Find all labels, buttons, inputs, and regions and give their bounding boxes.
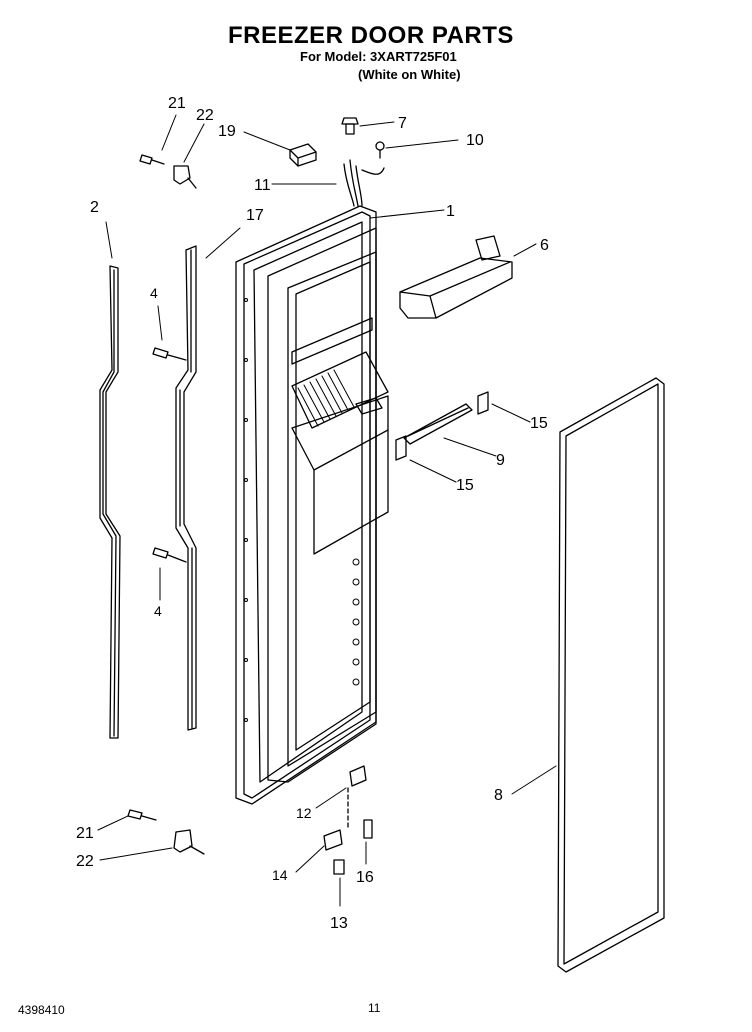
part-2-strip: [99, 265, 121, 739]
part-19-connector: [289, 143, 317, 167]
model-line: For Model: 3XART725F01: [300, 49, 457, 64]
callout-1: 1: [446, 203, 455, 220]
callout-10: 10: [466, 132, 484, 149]
callout-19: 19: [218, 123, 236, 140]
leader-lines: [97, 114, 557, 907]
document-number: 4398410: [18, 1003, 65, 1017]
page-number: 11: [368, 1001, 381, 1015]
callout-13: 13: [330, 915, 348, 932]
part-22-hinge-bottom: [173, 829, 205, 855]
callout-labels: 1 2 4 4 6 7 8 9 10 11 12 13 14 15 15 16 …: [76, 95, 549, 932]
diagram-title: FREEZER DOOR PARTS: [228, 22, 514, 49]
part-21-screw-top: [139, 154, 165, 165]
callout-12: 12: [296, 805, 312, 821]
part-11-wire-harness: [343, 159, 385, 207]
callout-4-upper: 4: [150, 285, 158, 301]
part-4-screw-upper: [152, 347, 187, 361]
part-7-plug: [341, 117, 359, 135]
part-4-screw-lower: [152, 547, 187, 563]
part-13-screw: [333, 859, 345, 875]
part-10-screw: [375, 141, 385, 159]
callout-6: 6: [540, 237, 549, 254]
callout-4-lower: 4: [154, 603, 162, 619]
color-line: (White on White): [358, 67, 461, 82]
callout-22-top: 22: [196, 107, 214, 124]
callout-15-upper: 15: [530, 415, 548, 432]
callout-22-bottom: 22: [76, 853, 94, 870]
callout-9: 9: [496, 452, 505, 469]
part-12-bracket: [347, 765, 367, 831]
part-14-block: [323, 829, 343, 851]
callout-11: 11: [254, 177, 271, 194]
part-1-door-panel: [235, 205, 389, 805]
callout-21-top: 21: [168, 95, 186, 112]
part-9-rail: [403, 403, 473, 445]
callout-16: 16: [356, 869, 374, 886]
part-8-gasket: [557, 377, 665, 973]
callout-8: 8: [494, 787, 503, 804]
part-15-clip-lower: [395, 435, 407, 461]
callout-2: 2: [90, 199, 99, 216]
part-21-screw-bottom: [127, 809, 157, 821]
part-22-hinge-top: [173, 165, 197, 189]
callout-15-lower: 15: [456, 477, 474, 494]
part-6-door-bin: [399, 235, 513, 319]
part-17-hinge-bar: [175, 245, 197, 731]
callout-14: 14: [272, 867, 288, 883]
part-15-clip-upper: [477, 391, 489, 415]
callout-17: 17: [246, 207, 264, 224]
callout-7: 7: [398, 115, 407, 132]
callout-21-bottom: 21: [76, 825, 94, 842]
part-16-pin: [363, 819, 373, 839]
